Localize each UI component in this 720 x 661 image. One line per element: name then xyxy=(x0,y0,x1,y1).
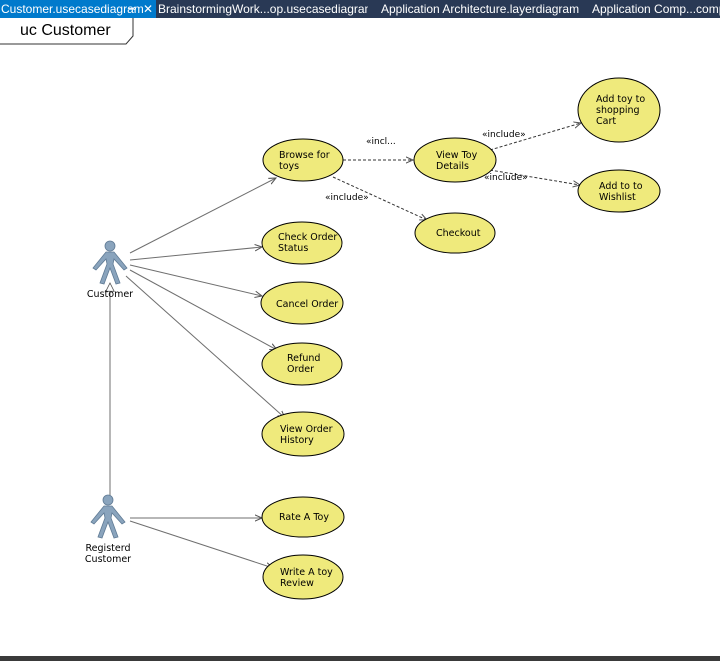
usecase-view-toy-details[interactable]: View Toy Details xyxy=(413,137,497,183)
usecase-label: Review xyxy=(280,578,314,589)
tab-label: Application Architecture.layerdiagram xyxy=(381,2,580,16)
usecase-view-order-history[interactable]: View Order History xyxy=(261,411,345,457)
usecase-label: Cart xyxy=(596,116,616,127)
association-browse xyxy=(129,178,276,254)
stereotype-browse-checkout: «include» xyxy=(325,193,369,203)
usecase-label: Rate A Toy xyxy=(279,512,329,523)
actor-customer[interactable]: Customer xyxy=(87,240,133,300)
usecase-label: Refund xyxy=(287,353,320,364)
usecase-label: View Order xyxy=(280,424,333,435)
usecase-label: History xyxy=(280,435,314,446)
actor-icon xyxy=(90,494,126,539)
include-browse-checkout xyxy=(332,176,427,220)
usecase-add-toy-to-cart[interactable]: Add toy to shopping Cart xyxy=(577,77,661,143)
actor-customer-label: Customer xyxy=(87,289,133,300)
usecase-browse-for-toys[interactable]: Browse for toys xyxy=(262,138,344,182)
usecase-checkout[interactable]: Checkout xyxy=(414,212,496,254)
close-icon[interactable]: ✕ xyxy=(142,2,154,16)
usecase-add-to-wishlist[interactable]: Add to to Wishlist xyxy=(577,169,661,213)
diagram-frame-tab xyxy=(0,18,134,45)
association-cancel xyxy=(129,264,262,296)
actor-registered-label-line2: Customer xyxy=(85,554,131,565)
tab-label: Application Comp...compon xyxy=(592,2,720,16)
usecase-label: toys xyxy=(279,161,299,172)
tab-label: BrainstormingWork...op.usecasediagram xyxy=(158,2,368,16)
status-strip xyxy=(0,656,720,661)
actor-registered-label-line1: Registerd xyxy=(86,543,131,554)
tab-customer-usecasediagram[interactable]: Customer.usecasediagram ⊸ ✕ xyxy=(0,0,156,18)
association-check-status xyxy=(129,247,262,261)
actor-registered-customer[interactable]: Registerd Customer xyxy=(85,494,131,565)
diagram-title-text: uc Customer xyxy=(20,22,111,39)
usecase-cancel-order[interactable]: Cancel Order xyxy=(260,281,344,325)
usecase-label: Check Order xyxy=(278,232,337,243)
association-review xyxy=(129,520,273,568)
usecase-label: Wishlist xyxy=(599,192,636,203)
pin-icon[interactable]: ⊸ xyxy=(127,3,137,15)
usecase-label: Order xyxy=(287,364,314,375)
usecase-write-a-toy-review[interactable]: Write A toy Review xyxy=(262,554,344,600)
tab-brainstorming-usecasediagram[interactable]: BrainstormingWork...op.usecasediagram xyxy=(158,0,368,18)
association-refund xyxy=(129,269,277,350)
tab-application-components[interactable]: Application Comp...compon xyxy=(592,0,720,18)
usecase-label: Details xyxy=(436,161,469,172)
usecase-label: Write A toy xyxy=(280,567,333,578)
tab-label: Customer.usecasediagram xyxy=(1,2,144,16)
usecase-refund-order[interactable]: Refund Order xyxy=(261,342,343,386)
stereotype-details-wishlist: «include» xyxy=(484,173,528,183)
usecase-rate-a-toy[interactable]: Rate A Toy xyxy=(261,496,345,538)
include-details-wishlist xyxy=(489,169,580,185)
usecase-label: Status xyxy=(278,243,308,254)
usecase-check-order-status[interactable]: Check Order Status xyxy=(261,221,343,265)
stereotype-details-cart: «include» xyxy=(482,130,526,140)
usecase-label: shopping xyxy=(596,105,640,116)
stereotype-browse-details: «incl... xyxy=(366,137,396,147)
usecase-label: Checkout xyxy=(436,228,481,239)
association-history xyxy=(125,275,285,418)
actor-icon xyxy=(92,240,128,285)
usecase-label: Add toy to xyxy=(596,94,645,105)
usecase-label: View Toy xyxy=(436,150,478,161)
include-details-cart xyxy=(489,123,581,151)
tab-application-architecture[interactable]: Application Architecture.layerdiagram xyxy=(381,0,581,18)
document-tab-bar: Customer.usecasediagram ⊸ ✕ Brainstormin… xyxy=(0,0,720,18)
usecase-label: Browse for xyxy=(279,150,330,161)
usecase-label: Cancel Order xyxy=(276,299,338,310)
usecase-label: Add to to xyxy=(599,181,643,192)
